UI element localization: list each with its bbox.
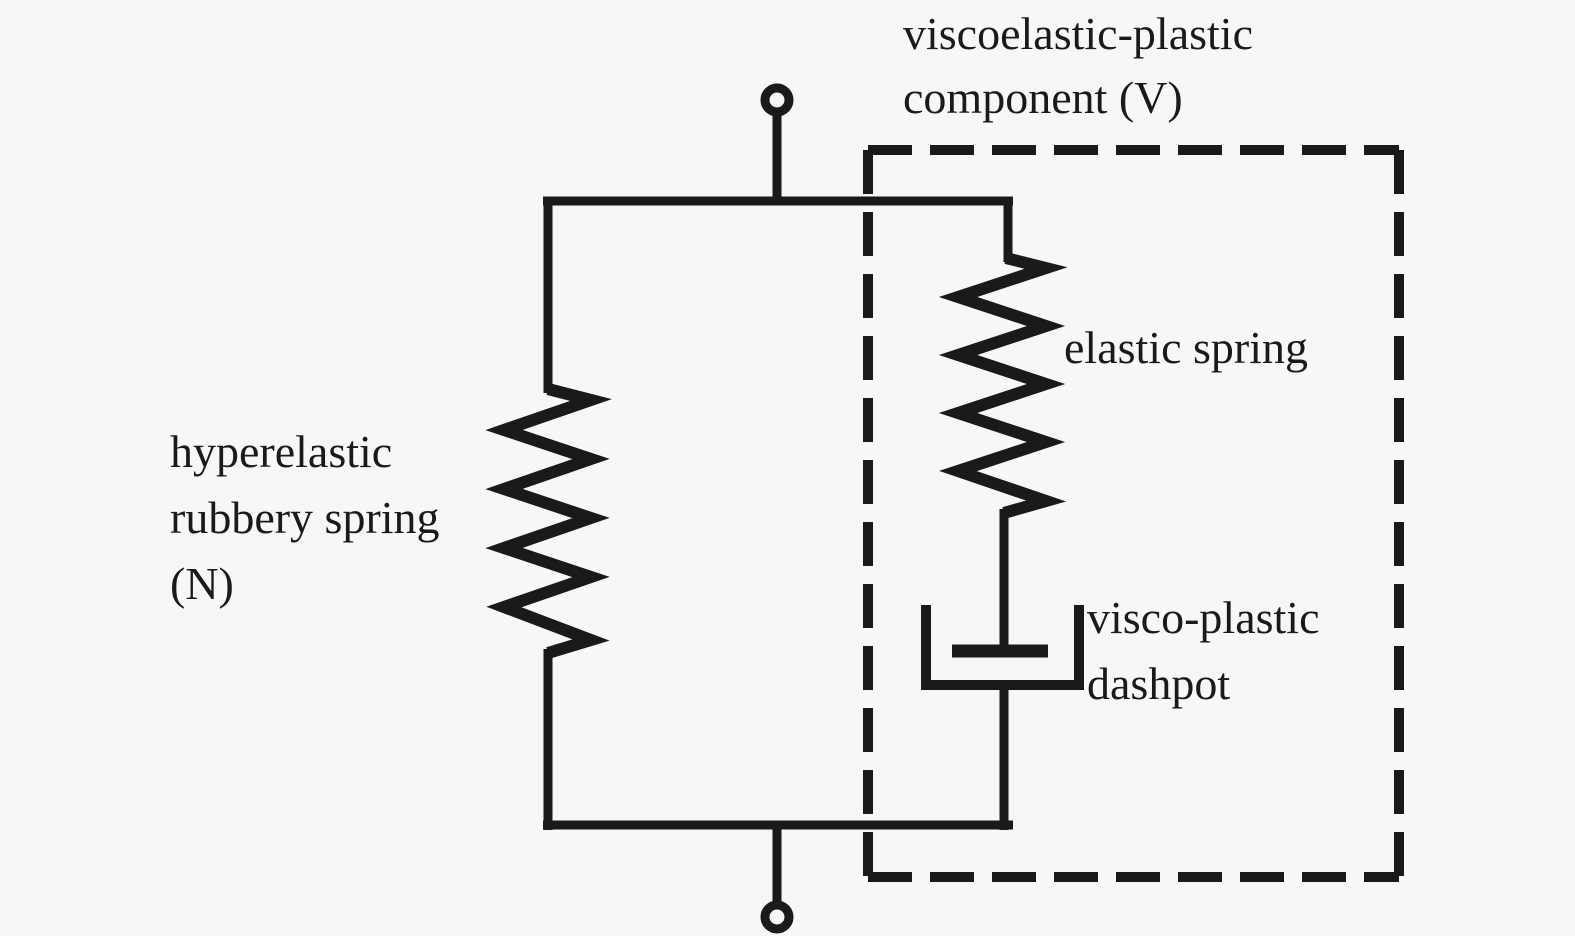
elastic-spring-label: elastic spring xyxy=(1064,322,1308,373)
bottom-terminal-node-icon xyxy=(760,900,794,934)
top-terminal-node-icon xyxy=(760,83,794,117)
elastic-spring-symbol xyxy=(938,252,1068,519)
dashed-component-box xyxy=(863,145,1404,882)
component-box-label: viscoelastic-plastic component (V) xyxy=(903,8,1253,123)
hyperelastic-spring-label: hyperelastic rubbery spring (N) xyxy=(170,426,440,609)
hyperelastic-spring-symbol xyxy=(485,383,612,659)
dashpot-label: visco-plastic dashpot xyxy=(1087,592,1320,709)
